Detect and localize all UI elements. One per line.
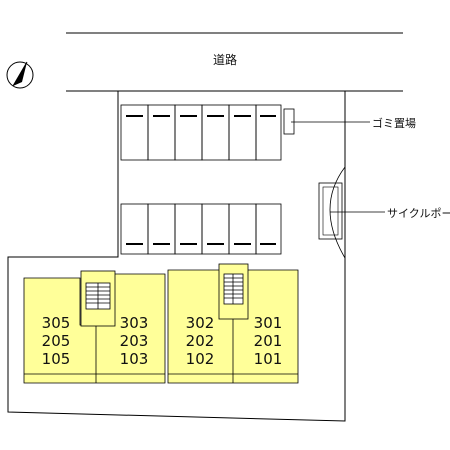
garbage-area-label: ゴミ置場 [372,117,416,130]
parking-row-top [120,104,282,161]
building [23,269,299,384]
bicycle-port-roof [329,166,346,259]
parking-row-bottom [120,203,282,255]
parking-space [201,104,230,161]
parking-space [201,203,230,255]
parking-space [147,203,176,255]
bicycle-port-label: サイクルポート [387,207,450,220]
room-number: 205 [41,332,71,350]
site-boundary [7,90,346,422]
bicycle-port-inner [322,186,339,236]
room-number: 305 [41,314,71,332]
room-number: 202 [185,332,215,350]
parking-space [120,203,149,255]
room-number: 103 [119,350,149,368]
staircase-right [218,263,249,320]
unit-label-1: 305 205 105 [36,314,76,368]
road-label: 道路 [213,53,238,67]
bicycle-port [318,182,343,240]
garbage-area [283,108,295,135]
parking-space [174,104,203,161]
room-number: 102 [185,350,215,368]
parking-space [255,104,282,161]
room-number: 101 [253,350,283,368]
parking-space [174,203,203,255]
parking-space [147,104,176,161]
unit-label-3: 302 202 102 [180,314,220,368]
parking-space [120,104,149,161]
parking-space [255,203,282,255]
unit-label-2: 303 203 103 [114,314,154,368]
room-number: 301 [253,314,283,332]
room-number: 303 [119,314,149,332]
room-number: 201 [253,332,283,350]
north-arrow-icon [6,61,34,89]
room-number: 203 [119,332,149,350]
unit-label-4: 301 201 101 [248,314,288,368]
staircase-left [80,270,116,327]
parking-space [228,104,257,161]
parking-space [228,203,257,255]
room-number: 302 [185,314,215,332]
room-number: 105 [41,350,71,368]
